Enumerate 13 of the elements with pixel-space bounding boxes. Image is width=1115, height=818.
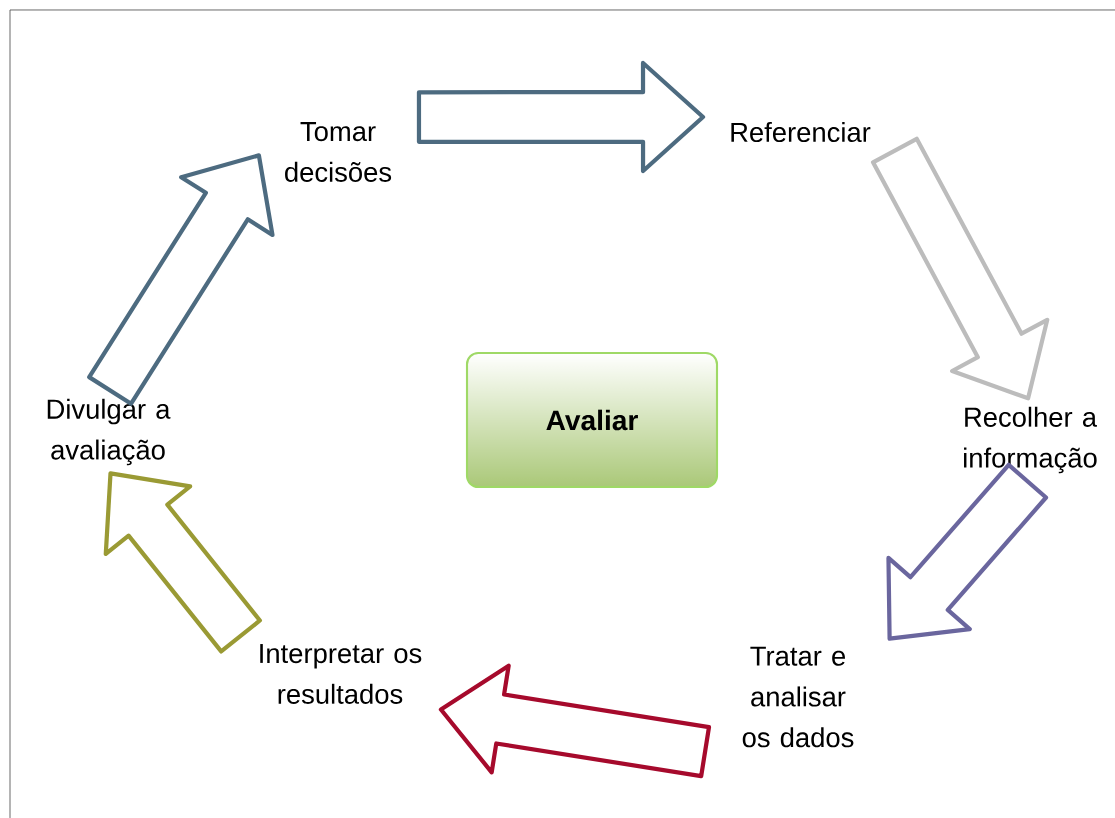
process-box: Avaliar [465, 351, 719, 489]
block-arrow [103, 471, 263, 654]
block-arrow [870, 136, 1050, 401]
step-label: Tratar e analisar os dados [742, 646, 854, 748]
block-arrow [886, 462, 1049, 641]
block-arrow [416, 60, 706, 174]
step-label: Divulgar a avaliação [47, 398, 171, 466]
block-arrow [438, 663, 712, 779]
step-label: Referenciar [731, 121, 871, 143]
step-label: Tomar decisões [285, 122, 392, 182]
block-arrow [87, 153, 275, 406]
step-label: Recolher a informação [964, 406, 1097, 474]
step-label: Interpretar os resultados [260, 644, 422, 704]
